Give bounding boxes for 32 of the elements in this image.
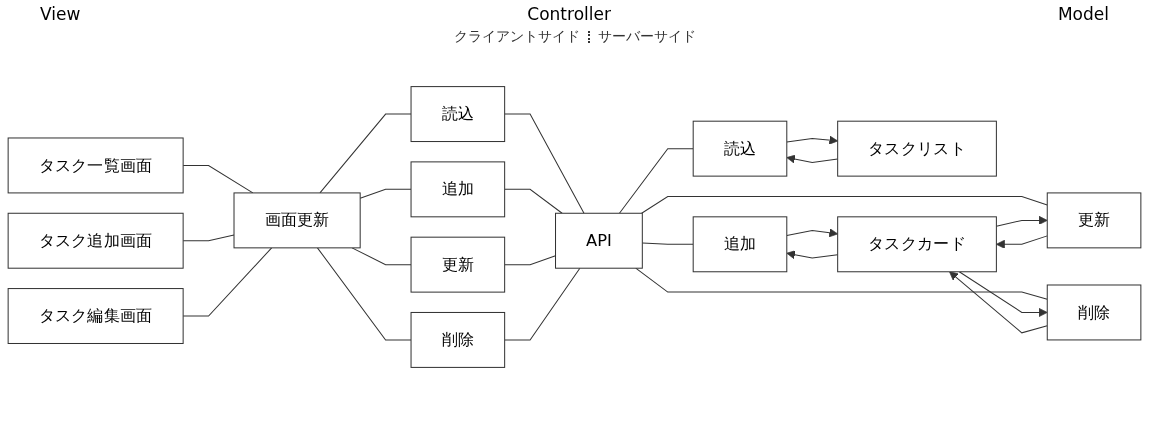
node-box: 読込 [410, 86, 506, 143]
node-box: タスク追加画面 [7, 212, 184, 269]
node-box: 削除 [1046, 284, 1142, 341]
node-box: API [555, 212, 643, 269]
section-heading: Model [1057, 4, 1109, 26]
connector [504, 267, 581, 341]
node-box: 画面更新 [233, 192, 361, 249]
node-box: 追加 [692, 216, 788, 273]
node-box: 追加 [410, 161, 506, 218]
connector [504, 188, 563, 214]
connector [635, 267, 1048, 300]
node-box: 読込 [692, 120, 788, 177]
arrow [958, 271, 1048, 317]
connector [316, 247, 412, 341]
arrow [949, 271, 1048, 334]
node-box: 更新 [410, 236, 506, 293]
section-heading: View [40, 4, 81, 26]
node-box: タスク一覧画面 [7, 137, 184, 194]
connector [618, 148, 694, 214]
connector [504, 113, 585, 214]
connector [319, 113, 412, 194]
node-box: タスク編集画面 [7, 288, 184, 344]
node-box: タスクリスト [837, 120, 997, 177]
node-box: タスクカード [837, 216, 997, 273]
connector [641, 195, 1048, 214]
section-heading: Controller [527, 4, 611, 26]
side-label: クライアントサイド [453, 28, 580, 44]
side-label: サーバーサイド [597, 28, 696, 44]
connector [351, 247, 412, 266]
arrow [996, 235, 1048, 249]
node-box: 更新 [1046, 192, 1142, 249]
node-box: 削除 [410, 311, 506, 368]
